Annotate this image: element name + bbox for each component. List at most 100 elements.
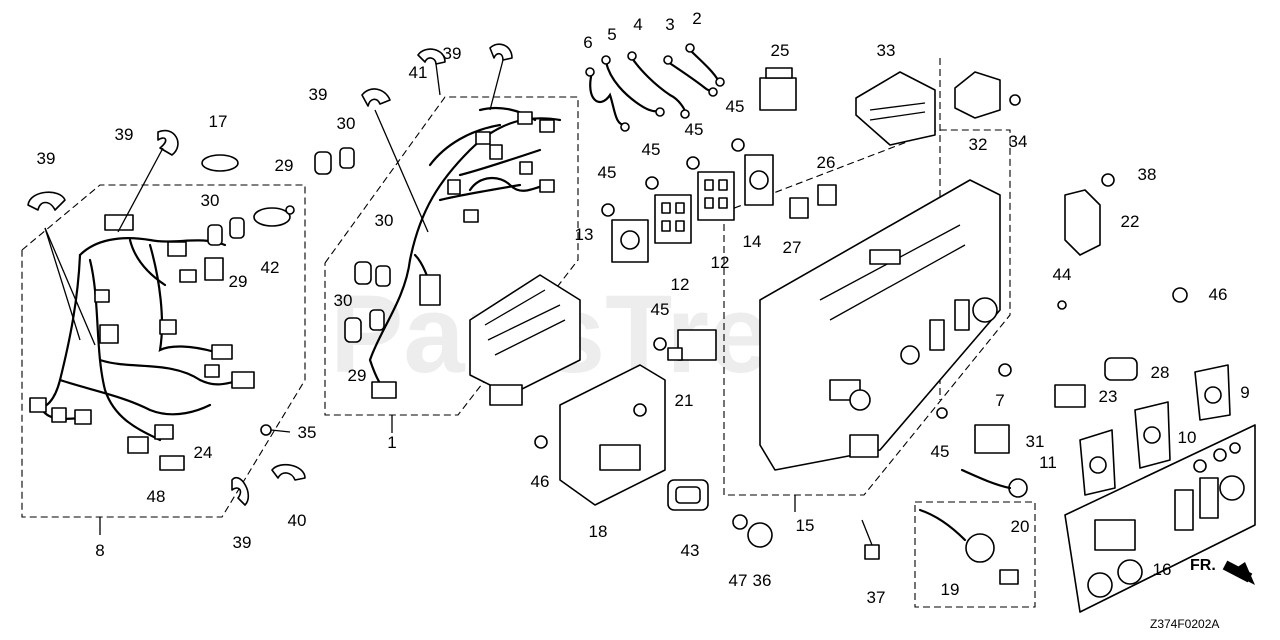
breaker-26[interactable]	[817, 184, 837, 206]
callout-34[interactable]: 34	[1009, 132, 1028, 151]
clamp-39-f[interactable]	[489, 43, 513, 111]
bolt-34[interactable]	[1009, 94, 1021, 106]
relay-25[interactable]	[759, 67, 797, 111]
receptacle-cover-10[interactable]	[1134, 401, 1171, 469]
nut-45-d[interactable]	[601, 203, 615, 217]
callout-41[interactable]: 41	[409, 63, 428, 82]
nut-45-b[interactable]	[686, 156, 700, 170]
lead-4[interactable]	[627, 51, 690, 119]
callout-29[interactable]: 29	[275, 156, 294, 175]
outlet-31[interactable]	[974, 424, 1010, 454]
clamp-39-a[interactable]	[27, 191, 66, 211]
callout-15[interactable]: 15	[796, 516, 815, 535]
callout-45[interactable]: 45	[931, 442, 950, 461]
collar-30-a[interactable]	[207, 217, 245, 246]
callout-23[interactable]: 23	[1099, 387, 1118, 406]
callout-19[interactable]: 19	[941, 580, 960, 599]
band-41[interactable]	[253, 205, 295, 227]
grommet-42[interactable]	[667, 479, 709, 511]
callout-45[interactable]: 45	[598, 163, 617, 182]
nut-45-f[interactable]	[534, 435, 548, 449]
cover-32[interactable]	[954, 71, 1001, 119]
receptacle-12-a[interactable]	[697, 171, 735, 221]
breaker-27[interactable]	[789, 197, 809, 219]
callout-46[interactable]: 46	[1209, 285, 1228, 304]
callout-17[interactable]: 17	[209, 112, 228, 131]
screw-44[interactable]	[936, 407, 948, 419]
collar-30-b[interactable]	[339, 147, 355, 169]
callout-39[interactable]: 39	[233, 533, 252, 552]
callout-30[interactable]: 30	[201, 191, 220, 210]
callout-20[interactable]: 20	[1011, 517, 1030, 536]
callout-39[interactable]: 39	[115, 125, 134, 144]
control-panel-15[interactable]	[759, 179, 1001, 471]
switch-21[interactable]	[667, 329, 717, 361]
callout-45[interactable]: 45	[726, 97, 745, 116]
collar-29-b[interactable]	[354, 261, 391, 287]
callout-3[interactable]: 3	[665, 15, 674, 34]
nut-46-a[interactable]	[732, 514, 748, 530]
callout-12[interactable]: 12	[671, 275, 690, 294]
wire-harness-1[interactable]	[368, 106, 562, 399]
terminal-7[interactable]	[998, 363, 1012, 377]
callout-42[interactable]: 42	[261, 258, 280, 277]
callout-2[interactable]: 2	[692, 9, 701, 28]
callout-39[interactable]: 39	[37, 149, 56, 168]
callout-6[interactable]: 6	[583, 33, 592, 52]
callout-11[interactable]: 11	[1039, 453, 1057, 472]
callout-44[interactable]: 44	[1053, 265, 1072, 284]
switch-23[interactable]	[1054, 384, 1086, 408]
callout-36[interactable]: 36	[753, 571, 772, 590]
callout-35[interactable]: 35	[298, 423, 317, 442]
fuse-holder-28[interactable]	[1104, 357, 1138, 381]
ignition-switch-19[interactable]	[914, 501, 1036, 608]
callout-24[interactable]: 24	[194, 443, 213, 462]
callout-30[interactable]: 30	[337, 114, 356, 133]
control-cover-18[interactable]	[559, 364, 666, 506]
lead-5[interactable]	[601, 55, 665, 117]
collar-29-c[interactable]	[344, 309, 385, 343]
callout-48[interactable]: 48	[147, 487, 166, 506]
receptacle-cover-9[interactable]	[1194, 364, 1231, 421]
callout-10[interactable]: 10	[1178, 428, 1197, 447]
callout-18[interactable]: 18	[589, 522, 608, 541]
callout-9[interactable]: 9	[1240, 383, 1249, 402]
callout-1[interactable]: 1	[387, 433, 396, 452]
bolt-38[interactable]	[1101, 173, 1115, 187]
screw-43[interactable]	[1057, 300, 1067, 310]
nut-45-a[interactable]	[731, 138, 745, 152]
wire-harness-8[interactable]	[29, 214, 255, 454]
nut-46-b[interactable]	[1172, 287, 1188, 303]
callout-8[interactable]: 8	[95, 541, 104, 560]
callout-30[interactable]: 30	[334, 291, 353, 310]
control-box-48[interactable]	[469, 274, 581, 406]
callout-45[interactable]: 45	[642, 140, 661, 159]
callout-33[interactable]: 33	[877, 41, 896, 60]
nut-45-e[interactable]	[653, 337, 667, 351]
screw-37[interactable]	[861, 519, 880, 560]
callout-40[interactable]: 40	[288, 511, 307, 530]
lead-3[interactable]	[663, 55, 718, 97]
cap-36[interactable]	[747, 522, 773, 548]
callout-28[interactable]: 28	[1151, 363, 1170, 382]
receptacle-13[interactable]	[611, 219, 649, 263]
callout-13[interactable]: 13	[575, 225, 594, 244]
callout-30[interactable]: 30	[375, 211, 394, 230]
callout-46[interactable]: 46	[531, 472, 550, 491]
callout-26[interactable]: 26	[817, 153, 836, 172]
callout-31[interactable]: 31	[1026, 432, 1045, 451]
callout-39[interactable]: 39	[309, 85, 328, 104]
lead-2[interactable]	[685, 43, 725, 87]
clamp-40[interactable]	[417, 48, 446, 96]
callout-45[interactable]: 45	[685, 120, 704, 139]
screw-35[interactable]	[260, 424, 291, 436]
cover-33[interactable]	[855, 71, 936, 146]
nut-45-c[interactable]	[645, 176, 659, 190]
receptacle-14[interactable]	[744, 154, 774, 206]
clamp-39-e[interactable]	[361, 88, 391, 107]
clip-24[interactable]	[159, 455, 185, 471]
callout-45[interactable]: 45	[651, 300, 670, 319]
callout-5[interactable]: 5	[607, 25, 616, 44]
callout-29[interactable]: 29	[348, 366, 367, 385]
callout-39[interactable]: 39	[443, 44, 462, 63]
